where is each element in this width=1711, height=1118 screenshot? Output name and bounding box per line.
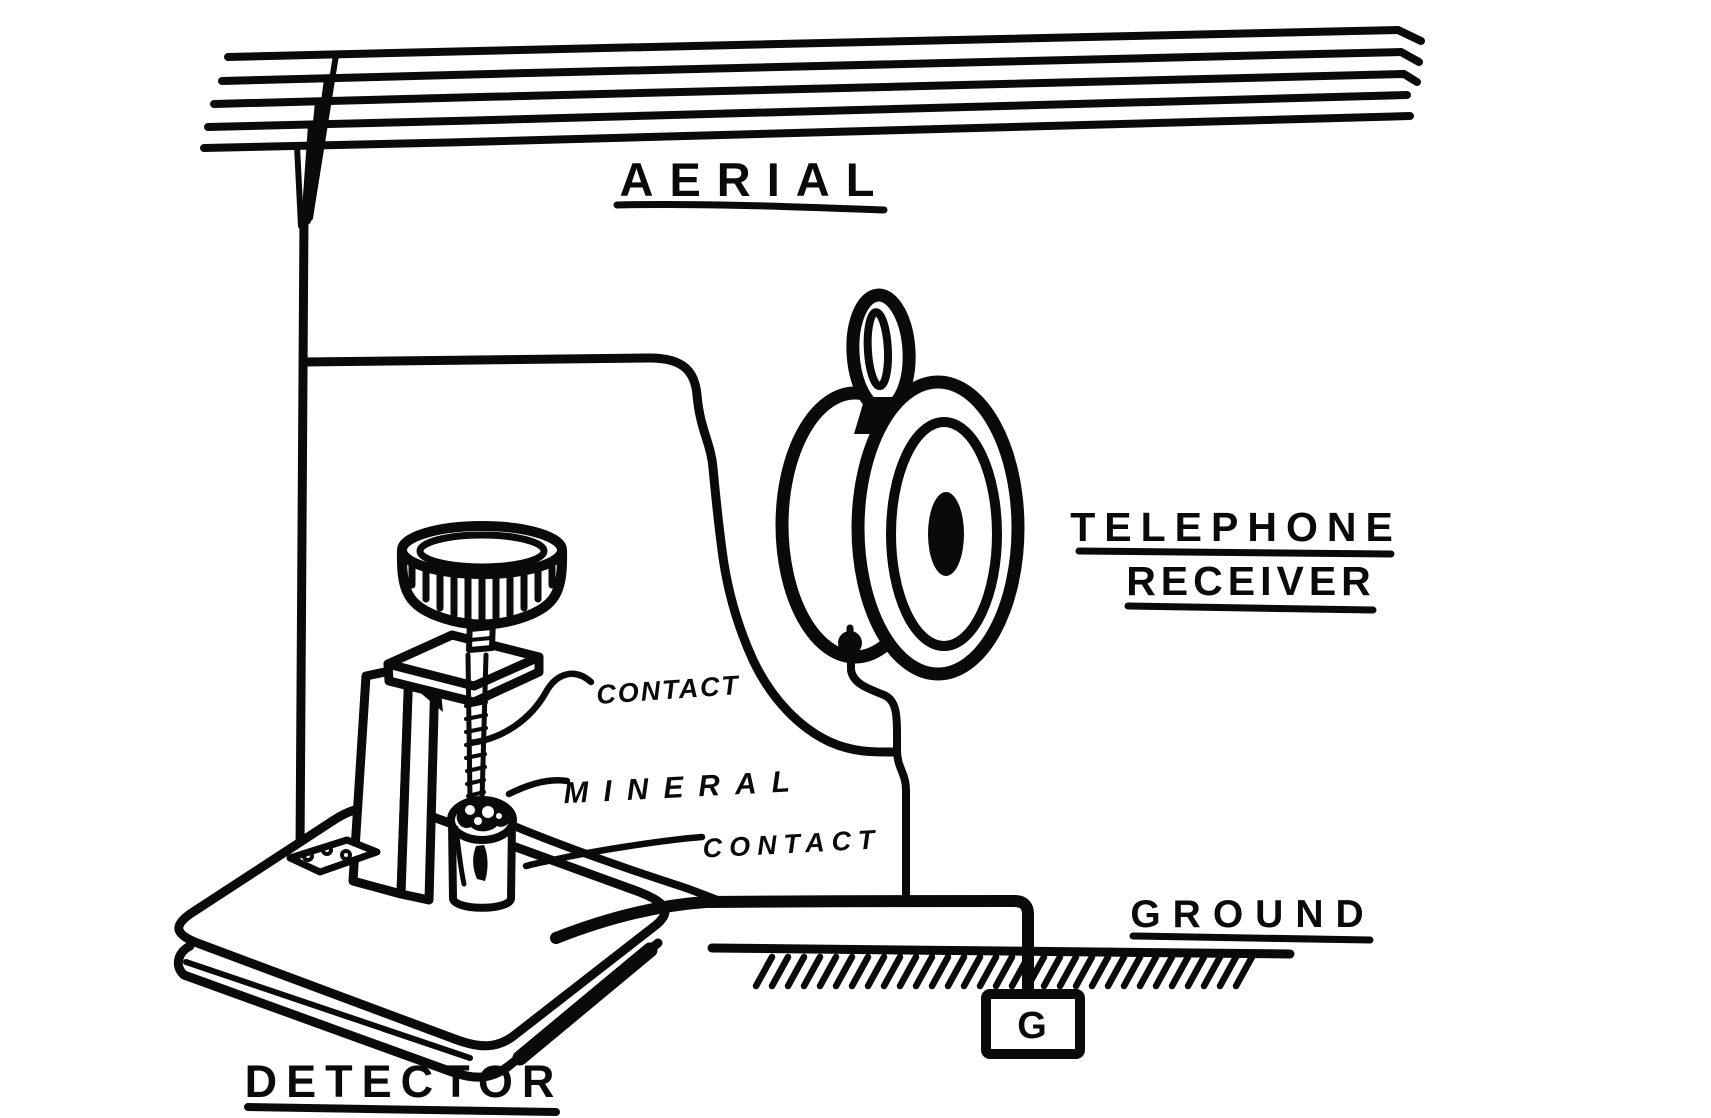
receiver-earhole (928, 492, 964, 576)
ground-label: GROUND (1130, 893, 1375, 936)
ground-terminal-box: G (981, 989, 1085, 1059)
contact-lower-label: CONTACT (702, 824, 882, 863)
detector-knob (396, 521, 568, 630)
mineral-cup (447, 796, 517, 912)
base-shadow (512, 942, 658, 1066)
leader-lines (466, 670, 706, 870)
ground-surface-line (707, 943, 1295, 959)
contact-upper-leader (466, 670, 595, 747)
ground-symbol (707, 943, 1295, 990)
cup-to-ground-wire (510, 822, 724, 905)
binding-plate (286, 836, 381, 876)
labels: AERIAL TELEPHONE RECEIVER CONTACT MINERA… (244, 153, 1402, 1116)
telephone-receiver-label-line1: TELEPHONE (1070, 504, 1402, 550)
ground-hatching (752, 953, 1256, 990)
contact-lower-leader (522, 833, 706, 870)
receiver-terminal (838, 631, 862, 655)
aerial-wires (200, 26, 1425, 858)
aerial-down-lead (295, 209, 309, 858)
telephone-receiver (775, 288, 1025, 681)
aerial-to-receiver-wire (299, 353, 898, 757)
mineral-label: MINERAL (563, 765, 806, 811)
detector-label: DETECTOR (245, 1056, 564, 1107)
receiver-to-ground-wire (847, 651, 910, 904)
telephone-receiver-label-line2: RECEIVER (1126, 558, 1376, 604)
detector-to-ground-wire (550, 895, 1034, 997)
contact-upper-label: CONTACT (595, 670, 741, 710)
aerial-label: AERIAL (620, 153, 891, 206)
ground-terminal-label: G (1017, 1005, 1047, 1047)
detector-stand (286, 521, 568, 912)
mineral-leader (505, 777, 571, 798)
